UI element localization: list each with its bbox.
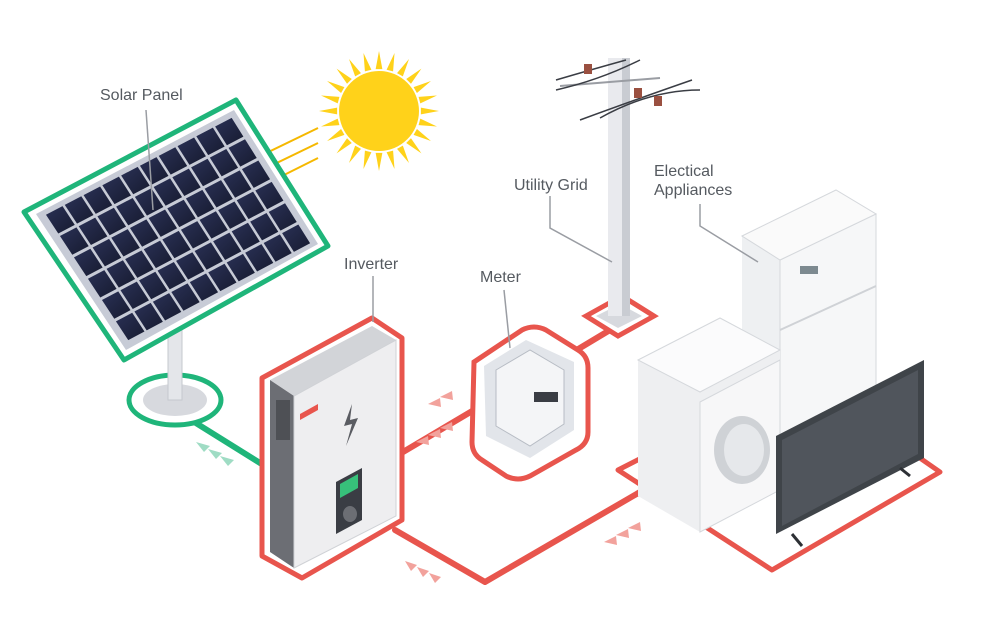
solar-cell [167,199,196,228]
appliances [615,189,943,573]
solar-cell [223,170,252,198]
utility-pole [555,58,701,339]
solar-cell [73,248,103,277]
solar-cell [101,291,131,319]
flow-arrow-icon [405,391,641,583]
flow-arrow-icon [196,442,234,466]
meter-label: Meter [480,269,521,286]
solar-cell [194,242,223,270]
solar-cell [45,206,75,234]
solar-cell [241,160,271,188]
lightning-bolt-icon [344,404,358,446]
solar-cell [157,262,186,290]
solar-cell [97,207,127,236]
solar-cell [152,293,182,321]
utility-grid-label: Utility Grid [514,177,588,194]
solar-cell [139,157,169,185]
appliances-label-line2: Appliances [654,182,733,199]
solar-cell [191,158,220,187]
inverter [259,315,405,581]
sun-icon [319,51,439,171]
solar-cell [78,217,108,245]
solar-cell [250,213,279,241]
solar-cell [139,271,168,300]
solar-cell [226,253,255,282]
solar-cell [228,139,257,167]
solar-cell [204,180,233,208]
solar-cell [209,149,239,177]
solar-cell [196,127,225,156]
solar-cell [176,252,205,280]
solar-cell [129,219,159,247]
solar-cell [134,302,163,331]
solar-cell [158,147,188,175]
solar-cell [87,270,117,298]
solar-cell [231,222,260,251]
solar-cell [143,240,173,269]
solar-cell [199,211,228,239]
solar-cell [120,281,149,309]
solar-cell [172,168,201,196]
solar-cell [268,203,297,231]
solar-panel [21,97,331,428]
solar-cell [255,181,284,210]
solar-cell [125,250,154,278]
solar-cell [115,312,145,341]
solar-cell [180,221,210,249]
appliances-label: Electical Appliances [654,162,732,200]
solar-cell [208,263,237,292]
solar-cell [116,198,145,226]
solar-cell [177,137,206,165]
solar-panel-label: Solar Panel [100,87,183,104]
leader-lines [145,109,759,349]
solar-cell [213,232,242,260]
solar-cell [189,273,219,301]
solar-cell [64,196,94,224]
meter [469,324,591,482]
solar-cell [245,244,274,272]
solar-cell [148,209,178,237]
solar-cell [92,238,122,267]
solar-cell [106,260,136,288]
inverter-label: Inverter [344,256,399,273]
solar-cell [102,176,131,205]
solar-cell [134,188,164,216]
solar-cell [111,229,140,257]
solar-cell [218,201,247,229]
solar-cell [153,178,183,206]
appliances-label-line1: Electical [654,163,714,180]
solar-cell [162,230,191,259]
solar-cell [171,283,200,311]
solar-cell [83,186,113,214]
solar-cell [59,227,89,255]
solar-cell [263,234,292,262]
solar-cell [121,166,150,195]
solar-cell [236,191,265,220]
solar-cell [282,224,311,252]
solar-cell [185,189,215,218]
solar-cell [215,117,244,146]
